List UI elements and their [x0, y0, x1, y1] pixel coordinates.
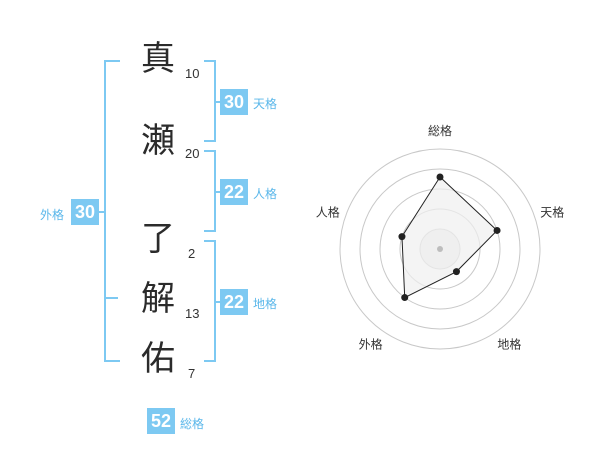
radar-axis-label-2: 天格: [540, 205, 564, 220]
name-char-3: 了: [141, 219, 175, 259]
chikaku-label: 地格: [253, 297, 278, 311]
stroke-count-3: 2: [188, 246, 196, 261]
tenkaku-bracket: [204, 60, 216, 142]
name-char-1: 真: [141, 39, 175, 79]
jinkaku-label: 人格: [253, 187, 278, 201]
chikaku-score: 22: [220, 289, 248, 315]
name-char-2: 瀬: [141, 121, 175, 161]
radar-point-5: [398, 233, 406, 241]
radar-center: [437, 246, 443, 252]
soukaku-score: 52: [147, 408, 175, 434]
radar-ring-1: [339, 148, 541, 350]
radar-ring-2: [359, 168, 521, 330]
outer-bracket: [104, 60, 120, 362]
jinkaku-bracket: [204, 150, 216, 232]
radar-polygon: [401, 176, 498, 299]
stroke-count-4: 13: [185, 306, 200, 321]
radar-axis-label-3: 地格: [497, 336, 521, 351]
jinkaku-bracket-pointer: [216, 191, 222, 193]
radar-axis-label-4: 外格: [359, 336, 383, 351]
tenkaku-bracket-pointer: [216, 101, 222, 103]
outer-bracket-pointer: [96, 211, 104, 213]
gaikaku-score: 30: [71, 199, 99, 225]
stroke-count-2: 20: [185, 146, 200, 161]
jinkaku-score: 22: [220, 179, 248, 205]
outer-bracket-mid-tick: [104, 297, 118, 299]
soukaku-label: 総格: [180, 417, 205, 431]
chikaku-bracket: [204, 240, 216, 362]
tenkaku-label: 天格: [253, 97, 278, 111]
name-char-5: 佑: [141, 339, 175, 379]
name-char-4: 解: [141, 279, 175, 319]
radar-axis-label-5: 人格: [316, 205, 340, 220]
radar-point-1: [436, 173, 444, 181]
radar-point-3: [452, 268, 460, 276]
tenkaku-score: 30: [220, 89, 248, 115]
gaikaku-label: 外格: [40, 208, 65, 222]
stroke-count-1: 10: [185, 66, 200, 81]
radar-point-4: [401, 294, 409, 302]
chikaku-bracket-pointer: [216, 301, 222, 303]
radar-point-2: [493, 226, 501, 234]
radar-axis-label-1: 総格: [428, 123, 452, 138]
stroke-count-5: 7: [188, 366, 196, 381]
